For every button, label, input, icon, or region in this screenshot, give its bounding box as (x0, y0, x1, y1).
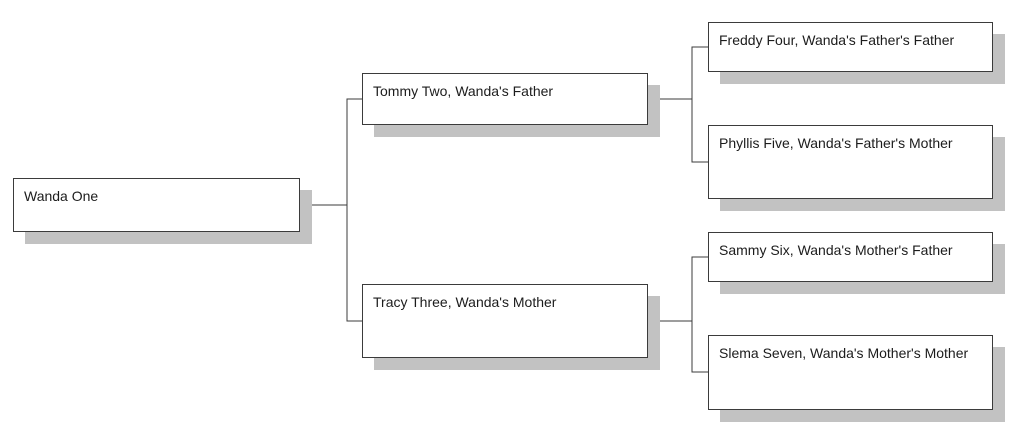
connector-parents-bracket (346, 98, 362, 322)
tree-node-mother[interactable]: Tracy Three, Wanda's Mother (362, 284, 648, 358)
tree-node-label: Tracy Three, Wanda's Mother (373, 294, 557, 310)
tree-node-root[interactable]: Wanda One (13, 178, 300, 232)
tree-node-label: Wanda One (24, 188, 99, 204)
tree-node-label: Phyllis Five, Wanda's Father's Mother (719, 135, 953, 151)
tree-node-label: Tommy Two, Wanda's Father (373, 83, 554, 99)
tree-node-label: Freddy Four, Wanda's Father's Father (719, 32, 955, 48)
tree-node-label: Sammy Six, Wanda's Mother's Father (719, 242, 953, 258)
tree-node-label: Slema Seven, Wanda's Mother's Mother (719, 345, 969, 361)
connector-paternal-bracket (691, 46, 708, 163)
connector-maternal-bracket (691, 256, 708, 373)
tree-node-paternal-grandmother[interactable]: Phyllis Five, Wanda's Father's Mother (708, 125, 993, 199)
tree-node-maternal-grandmother[interactable]: Slema Seven, Wanda's Mother's Mother (708, 335, 993, 410)
tree-node-paternal-grandfather[interactable]: Freddy Four, Wanda's Father's Father (708, 22, 993, 72)
tree-node-father[interactable]: Tommy Two, Wanda's Father (362, 73, 648, 125)
tree-node-maternal-grandfather[interactable]: Sammy Six, Wanda's Mother's Father (708, 232, 993, 282)
